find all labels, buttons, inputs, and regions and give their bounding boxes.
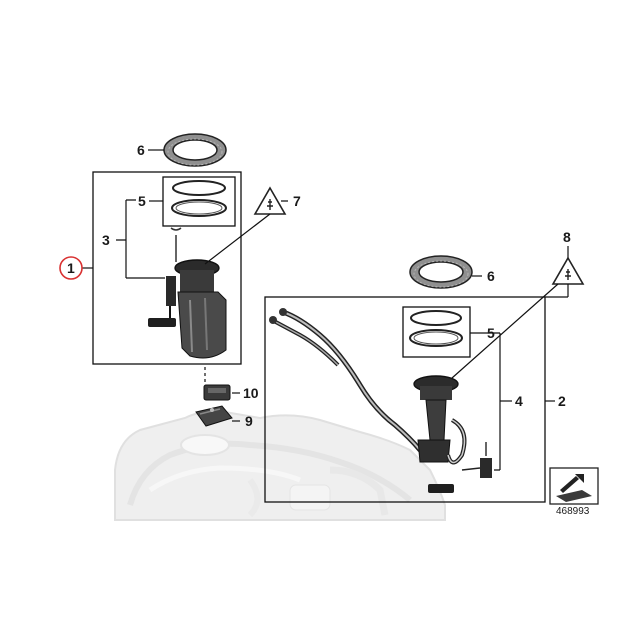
callout-10: 10	[243, 385, 259, 401]
fuel-pump-left	[148, 227, 227, 359]
connector-10	[203, 384, 231, 401]
callout-1: 1	[67, 260, 75, 276]
leader-lines	[82, 149, 569, 471]
callout-4: 4	[515, 393, 523, 409]
warning-triangle-8-icon	[551, 256, 585, 285]
callout-3: 3	[102, 232, 110, 248]
callout-2: 2	[558, 393, 566, 409]
fuel-pump-right	[413, 375, 492, 493]
callout-6-left: 6	[137, 142, 145, 158]
fuel-line-hose	[269, 308, 423, 453]
callout-7: 7	[293, 193, 301, 209]
assembly-box-right	[264, 296, 546, 503]
callout-5-right: 5	[487, 325, 495, 341]
sealing-ring-top-right	[409, 255, 473, 289]
seal-box-right	[402, 306, 471, 358]
tank-symbol-icon	[549, 467, 599, 505]
callout-1-highlight-circle	[59, 256, 83, 280]
cover-9	[195, 405, 233, 427]
callout-5-left: 5	[138, 193, 146, 209]
sealing-ring-top-left	[163, 133, 227, 167]
seal-ring-right	[409, 310, 463, 347]
fuel-tank	[114, 410, 446, 521]
callout-9: 9	[245, 413, 253, 429]
warning-triangle-7-icon	[253, 186, 287, 215]
callout-6-right: 6	[487, 268, 495, 284]
seal-ring-left	[171, 180, 227, 217]
reference-number: 468993	[556, 506, 590, 517]
callout-8: 8	[563, 229, 571, 245]
